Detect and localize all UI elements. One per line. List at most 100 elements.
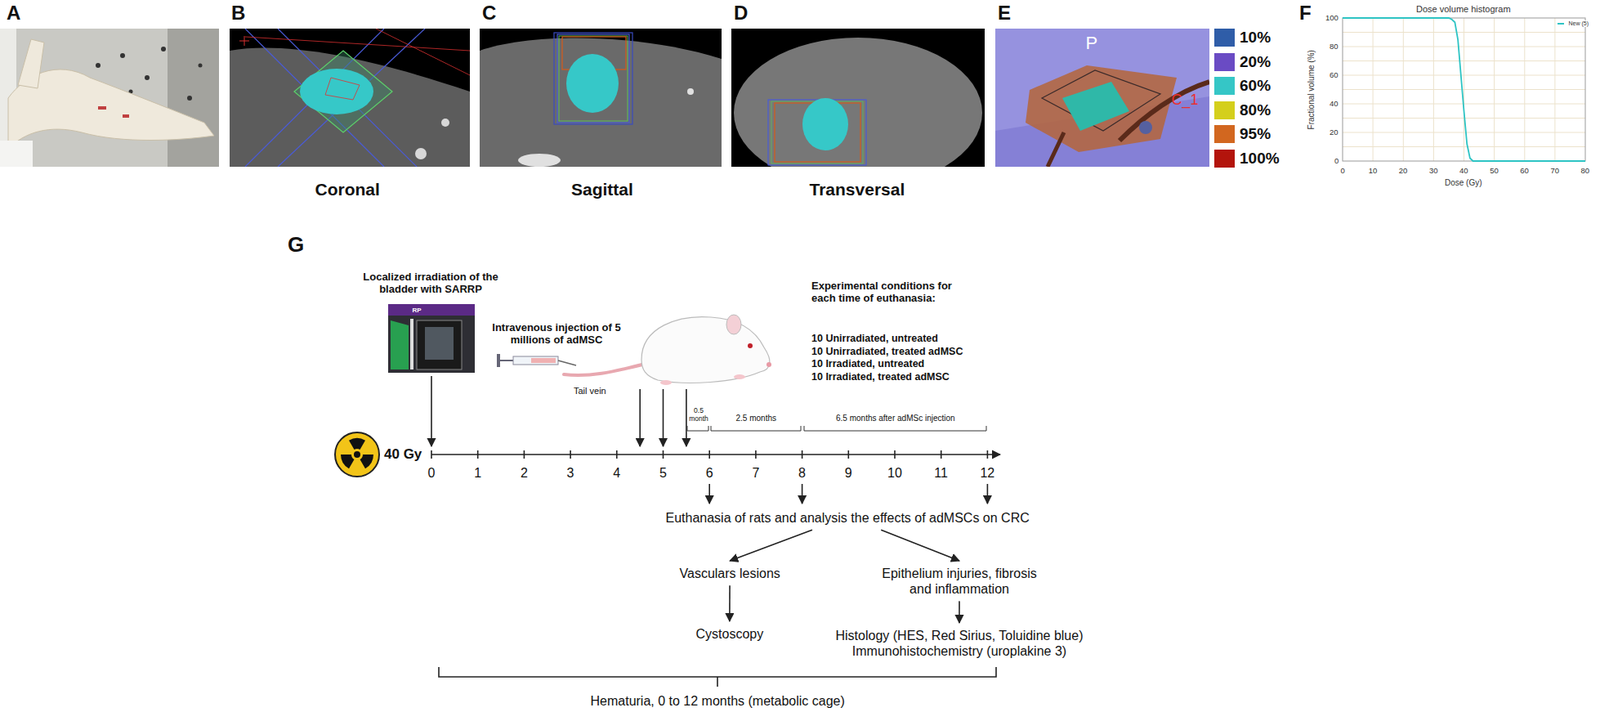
rat-illustration-part (726, 314, 742, 335)
timeline-arrows-part (430, 375, 433, 447)
tick-label: 70 (1550, 166, 1560, 176)
view-name: Coronal (315, 179, 380, 200)
legend-label: 10% (1239, 28, 1271, 47)
interval-label: 2.5 months (736, 413, 777, 424)
interval-label: 6.5 months after adMSc injection (835, 413, 956, 424)
timeline (431, 450, 1001, 459)
month-number: 2 (520, 465, 528, 481)
rat-photo-part (144, 75, 150, 81)
syringe-part (558, 360, 577, 366)
ct-coronal-view-part (244, 35, 246, 46)
rat-illustration-part (660, 379, 672, 385)
timeline-part (987, 450, 989, 459)
ct-transversal-view-part (733, 37, 983, 167)
timeline-arrows-part (987, 483, 989, 504)
timeline-part (848, 450, 850, 459)
rat-illustration-part (641, 317, 770, 384)
tick-label: 20 (1398, 166, 1408, 176)
panel-letter: B (231, 1, 246, 25)
condition-item: 10 Unirradiated, untreated (811, 332, 939, 345)
legend-label: 95% (1239, 125, 1271, 144)
rat-photo-part (17, 39, 45, 89)
interval-brackets-part (710, 425, 801, 431)
rat-photo-part (160, 46, 166, 52)
tick-label: 30 (1429, 166, 1439, 176)
legend-swatch (1214, 149, 1235, 168)
syringe-part (513, 356, 559, 365)
tick-label: 40 (1329, 99, 1339, 109)
rat-illustration-part (733, 374, 746, 380)
rat-photo-part (0, 140, 33, 167)
ct-sagittal-view-part (566, 53, 619, 113)
ct-coronal-view-part (375, 28, 470, 76)
step-text-box: Euthanasia of rats and analysis the effe… (662, 508, 1033, 528)
timeline-part (755, 450, 757, 459)
step-text: Euthanasia of rats and analysis the effe… (665, 509, 1030, 526)
ct-transversal-view-part (802, 98, 849, 151)
dose-volume-chart-part (1342, 17, 1586, 161)
anatomy-label: Tail vein (573, 385, 607, 397)
radiation-symbol-part (348, 437, 366, 450)
interval-brackets (687, 425, 987, 431)
step-text-box: Histology (HES, Red Sirius, Toluidine bl… (832, 625, 1087, 661)
ct-coronal-view (229, 28, 470, 167)
step-caption: Intravenous injection of 5 millions of a… (491, 321, 622, 347)
panel-letter: G (287, 232, 304, 258)
ct-sagittal-view (479, 28, 722, 167)
tick-label: 60 (1519, 166, 1529, 176)
dose-3d-rendering-part (1139, 120, 1153, 135)
flow-arrow (958, 600, 961, 623)
ct-sagittal-view-part (479, 28, 722, 167)
sarrp-machine-part (388, 303, 475, 316)
rat-illustration-part (766, 362, 772, 367)
sarrp-machine-part (390, 320, 409, 370)
panel-letter: F (1299, 1, 1312, 25)
ct-sagittal-view-part (479, 38, 722, 167)
interval-label: 0.5 month (686, 406, 711, 424)
rat-illustration-part (563, 363, 646, 376)
ct-transversal-view (731, 28, 985, 167)
rat-photo-part (198, 63, 203, 68)
month-number: 7 (751, 465, 760, 481)
axis-title: Dose (Gy) (1444, 178, 1483, 188)
month-number: 12 (979, 465, 995, 481)
step-text: Histology (HES, Red Sirius, Toluidine bl… (835, 627, 1084, 644)
dose-3d-rendering (995, 28, 1210, 167)
ct-sagittal-view-part (557, 34, 630, 123)
ct-coronal-view-part (415, 147, 427, 160)
flow-arrow (728, 585, 731, 622)
step-text-box: Vasculars lesions (676, 563, 784, 583)
chart-title: Dose volume histogram (1416, 4, 1511, 15)
dose-volume-chart-part (1296, 0, 1600, 190)
legend-label: 20% (1239, 53, 1271, 72)
radiation-symbol-part (340, 454, 355, 469)
chart-legend: New (5) (1568, 20, 1591, 27)
condition-item: 10 Irradiated, untreated (811, 357, 925, 370)
tick-label: 10 (1368, 166, 1378, 176)
dose-volume-chart-part (1342, 17, 1586, 161)
dose-volume-chart-part-part (1342, 132, 1586, 134)
radiation-symbol-part (335, 432, 380, 477)
timeline-arrows-part (801, 483, 804, 504)
timeline-arrows-part (708, 483, 711, 504)
timeline-arrows (431, 375, 988, 504)
radiation-symbol-part (353, 451, 361, 458)
rat-illustration-part (747, 343, 753, 349)
month-number: 0 (428, 465, 436, 481)
dose-3d-rendering-part (995, 28, 1210, 167)
tick-label: 100 (1325, 13, 1339, 23)
rat-photo-part (122, 114, 130, 118)
sarrp-machine-part (410, 318, 414, 370)
dose-3d-rendering-part (1047, 132, 1064, 167)
interval-brackets-part (687, 425, 709, 431)
tick-label: 80 (1581, 166, 1591, 176)
legend-label: 100% (1239, 149, 1280, 168)
dose-3d-rendering-part (1062, 81, 1130, 131)
tick-label: 50 (1489, 166, 1499, 176)
timeline-part (616, 450, 618, 459)
ct-sagittal-view-part (554, 32, 633, 125)
structure-label: C_1 (1171, 91, 1199, 109)
ct-sagittal-view-part (687, 88, 694, 95)
ct-sagittal-view-part (558, 35, 628, 121)
